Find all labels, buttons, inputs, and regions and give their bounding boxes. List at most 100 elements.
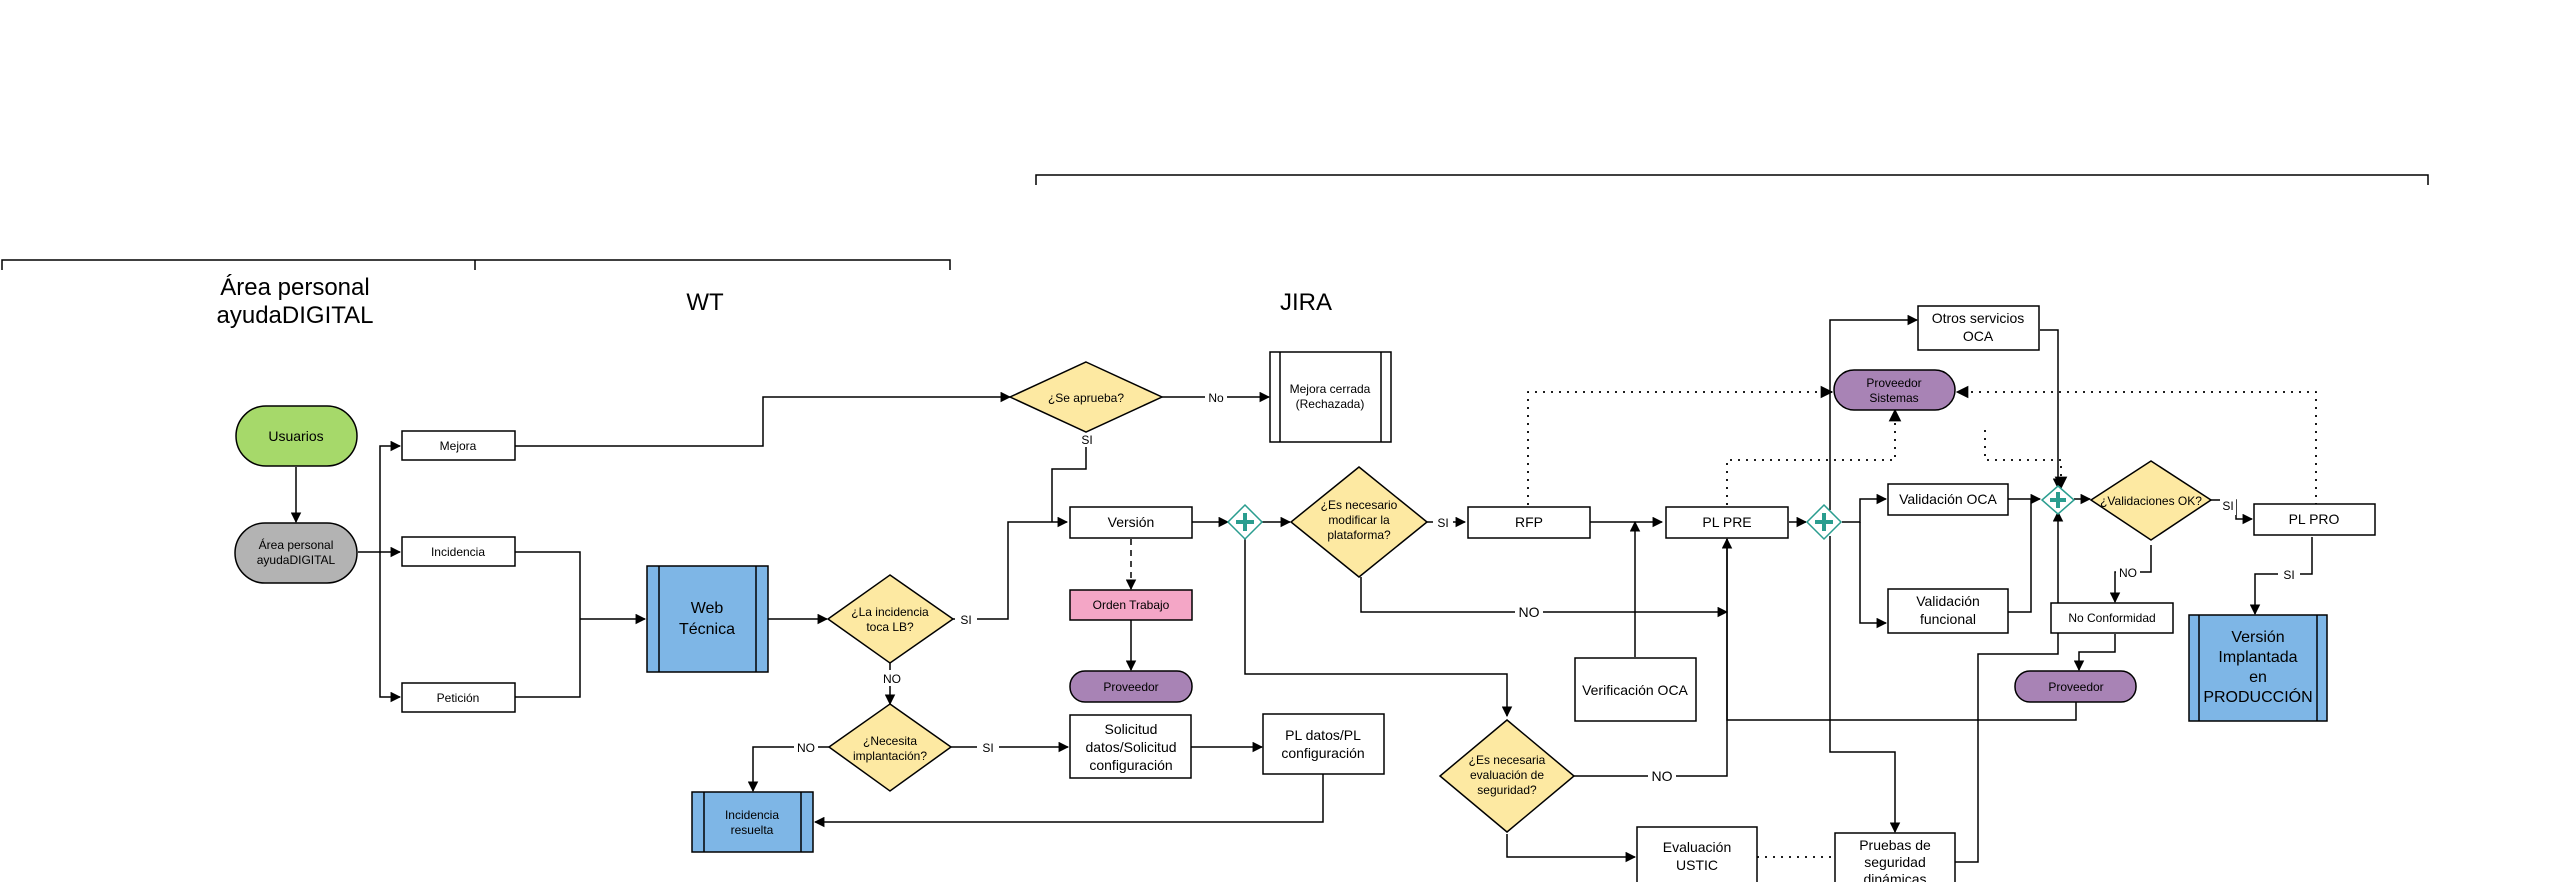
node-validacion-funcional[interactable]: Validación funcional [1887,588,2009,634]
node-version-implantada-label: Versión [2231,629,2284,646]
node-area-personal[interactable]: Área personal ayudaDIGITAL [234,522,358,584]
node-mejora-label: Mejora [440,439,477,453]
node-evaluacion-ustic-label: Evaluación [1663,839,1732,855]
edge-label-si: SI [982,741,993,755]
node-pl-pre[interactable]: PL PRE [1665,506,1789,539]
node-usuarios[interactable]: Usuarios [235,405,358,467]
lane-title-area-personal-2: ayudaDIGITAL [217,302,374,329]
node-validacion-oca[interactable]: Validación OCA [1887,483,2009,516]
node-otros-servicios-oca-label: OCA [1963,328,1994,344]
node-solicitud-label: datos/Solicitud [1085,739,1176,755]
node-mejora[interactable]: Mejora [401,430,516,461]
node-incidencia-resuelta-label: Incidencia [725,808,779,822]
edge-label-no: NO [883,672,901,686]
node-no-conformidad-label: No Conformidad [2068,611,2155,625]
node-solicitud[interactable]: Solicitud datos/Solicitud configuración [1069,714,1192,779]
node-web-tecnica-label: Técnica [679,621,735,638]
node-pl-datos-label: configuración [1281,745,1364,761]
node-version[interactable]: Versión [1069,506,1193,539]
node-pruebas-seguridad-label: Pruebas de [1859,837,1931,853]
decision-necesita-implantacion[interactable]: ¿Necesita implantación? [827,703,953,792]
node-mejora-cerrada-label: (Rechazada) [1296,397,1365,411]
node-proveedor-sistemas-label: Proveedor [1866,376,1921,390]
node-peticion-label: Petición [437,691,480,705]
node-pl-datos[interactable]: PL datos/PL configuración [1262,713,1385,775]
node-proveedor-label: Proveedor [1103,680,1158,694]
node-web-tecnica-label: Web [691,600,724,617]
node-incidencia[interactable]: Incidencia [401,536,516,567]
node-verificacion-oca-label: Verificación OCA [1582,682,1688,698]
node-version-label: Versión [1108,514,1155,530]
decision-evaluacion-seguridad-label: ¿Es necesaria [1469,753,1546,767]
node-pl-pre-label: PL PRE [1702,514,1751,530]
edge-label-si: SI [2283,568,2294,582]
node-evaluacion-ustic[interactable]: Evaluación USTIC [1636,826,1758,882]
decision-toca-lb[interactable]: ¿La incidencia toca LB? [826,574,955,664]
edge-label-si: SI [960,613,971,627]
node-validacion-oca-label: Validación OCA [1899,491,1997,507]
edge-label-no: No [1208,391,1224,405]
decision-modificar-plataforma[interactable]: ¿Es necesario modificar la plataforma? [1289,466,1429,578]
decision-validaciones-ok[interactable]: ¿Validaciones OK? [2089,460,2213,541]
decision-necesita-implantacion-label: implantación? [853,749,927,763]
decision-evaluacion-seguridad-label: seguridad? [1477,783,1537,797]
node-validacion-funcional-label: funcional [1920,611,1976,627]
decision-evaluacion-seguridad-label: evaluación de [1470,768,1544,782]
decision-se-aprueba[interactable]: ¿Se aprueba? [1008,361,1164,433]
gateway-parallel-1[interactable] [1226,503,1264,541]
node-mejora-cerrada[interactable]: Mejora cerrada (Rechazada) [1269,351,1392,443]
node-proveedor-2[interactable]: Proveedor [2014,670,2137,703]
decision-toca-lb-label: ¿La incidencia [851,605,929,619]
node-pruebas-seguridad-label: seguridad [1864,854,1926,870]
node-area-personal-label: ayudaDIGITAL [257,553,336,567]
node-web-tecnica[interactable]: Web Técnica [646,565,769,673]
gateway-parallel-3[interactable] [2040,485,2076,515]
node-verificacion-oca[interactable]: Verificación OCA [1574,657,1697,722]
decision-toca-lb-label: toca LB? [866,620,914,634]
node-incidencia-resuelta[interactable]: Incidencia resuelta [691,791,814,853]
decision-evaluacion-seguridad[interactable]: ¿Es necesaria evaluación de seguridad? [1438,719,1576,833]
node-proveedor-sistemas[interactable]: Proveedor Sistemas [1833,369,1956,411]
node-area-personal-label: Área personal [259,537,334,552]
node-version-implantada[interactable]: Versión Implantada en PRODUCCIÓN [2188,614,2328,722]
decision-necesita-implantacion-label: ¿Necesita [863,734,917,748]
edge-label-si: SI [2222,499,2233,513]
node-solicitud-label: Solicitud [1105,721,1158,737]
node-validacion-funcional-label: Validación [1916,593,1980,609]
node-solicitud-label: configuración [1089,757,1172,773]
edge-label-no: NO [1652,768,1673,784]
node-version-implantada-label: en [2249,669,2267,686]
decision-se-aprueba-label: ¿Se aprueba? [1048,391,1124,405]
node-no-conformidad[interactable]: No Conformidad [2050,602,2174,634]
node-otros-servicios-oca[interactable]: Otros servicios OCA [1917,305,2040,351]
gateway-parallel-2[interactable] [1805,503,1843,541]
node-incidencia-resuelta-label: resuelta [731,823,774,837]
lane-title-area-personal-1: Área personal [220,274,369,301]
decision-modificar-plataforma-label: modificar la [1328,513,1390,527]
node-peticion[interactable]: Petición [401,682,516,713]
node-otros-servicios-oca-label: Otros servicios [1932,310,2025,326]
node-pl-pro[interactable]: PL PRO [2253,503,2376,536]
edge-label-si: SI [1437,516,1448,530]
decision-modificar-plataforma-label: ¿Es necesario [1321,498,1398,512]
node-pl-datos-label: PL datos/PL [1285,727,1361,743]
node-proveedor-2-label: Proveedor [2048,680,2103,694]
lane-title-wt: WT [686,289,724,316]
node-version-implantada-label: Implantada [2218,649,2297,666]
edge-label-no: NO [797,741,815,755]
node-rfp-label: RFP [1515,514,1543,530]
node-pruebas-seguridad-label: dinámicas [1863,871,1926,882]
node-pruebas-seguridad[interactable]: Pruebas de seguridad dinámicas [1834,832,1956,882]
node-pl-pro-label: PL PRO [2289,511,2340,527]
node-evaluacion-ustic-label: USTIC [1676,857,1718,873]
node-orden-trabajo[interactable]: Orden Trabajo [1069,589,1193,621]
edge-label-no: NO [1519,604,1540,620]
decision-modificar-plataforma-label: plataforma? [1327,528,1391,542]
dotted-edges [1527,385,2317,858]
node-mejora-cerrada-label: Mejora cerrada [1290,382,1371,396]
node-version-implantada-label: PRODUCCIÓN [2203,687,2312,706]
node-rfp[interactable]: RFP [1467,506,1591,539]
node-orden-trabajo-label: Orden Trabajo [1093,598,1170,612]
node-proveedor[interactable]: Proveedor [1069,670,1193,703]
